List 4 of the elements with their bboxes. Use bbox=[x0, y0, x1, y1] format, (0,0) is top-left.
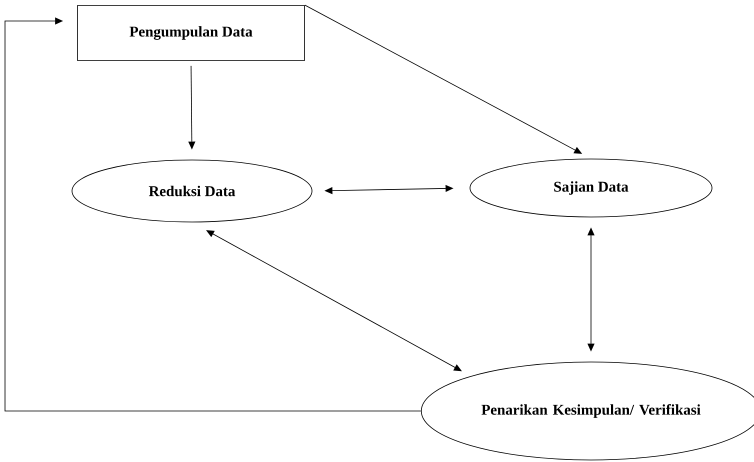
ellipse-node: Sajian Data bbox=[470, 158, 712, 218]
arrow bbox=[4, 17, 422, 412]
ellipse-node: Reduksi Data bbox=[72, 160, 312, 222]
process-box: Pengumpulan Data bbox=[77, 5, 305, 61]
